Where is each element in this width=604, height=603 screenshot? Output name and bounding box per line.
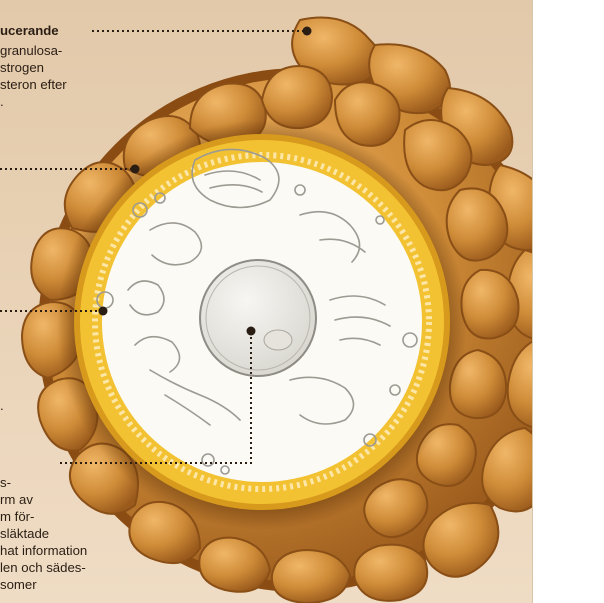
caption-nucleus-line-5: hat information xyxy=(0,543,87,559)
caption-nucleus-line-3: m för- xyxy=(0,509,34,525)
caption-granulosa-line-2: strogen xyxy=(0,60,44,76)
caption-granulosa-line-4: . xyxy=(0,94,4,110)
caption-granulosa-line-3: steron efter xyxy=(0,77,67,93)
caption-nucleus-line-2: rm av xyxy=(0,492,33,508)
caption-nucleus-line-7: somer xyxy=(0,577,37,593)
caption-nucleus-line-6: len och sädes- xyxy=(0,560,86,576)
pointer-dot-cytoplasm xyxy=(99,307,108,316)
caption-granulosa-title: ucerande xyxy=(0,23,59,39)
pointer-dot-nucleus xyxy=(247,327,256,336)
caption-fragment-mid: . xyxy=(0,398,4,414)
adjacent-page-margin xyxy=(532,0,604,603)
caption-nucleus-line-4: släktade xyxy=(0,526,49,542)
nucleus xyxy=(200,260,316,376)
caption-nucleus-line-1: s- xyxy=(0,475,11,491)
pointer-dot-granulosa xyxy=(303,27,312,36)
pointer-dot-zona xyxy=(131,165,140,174)
caption-granulosa-line-1: granulosa- xyxy=(0,43,62,59)
